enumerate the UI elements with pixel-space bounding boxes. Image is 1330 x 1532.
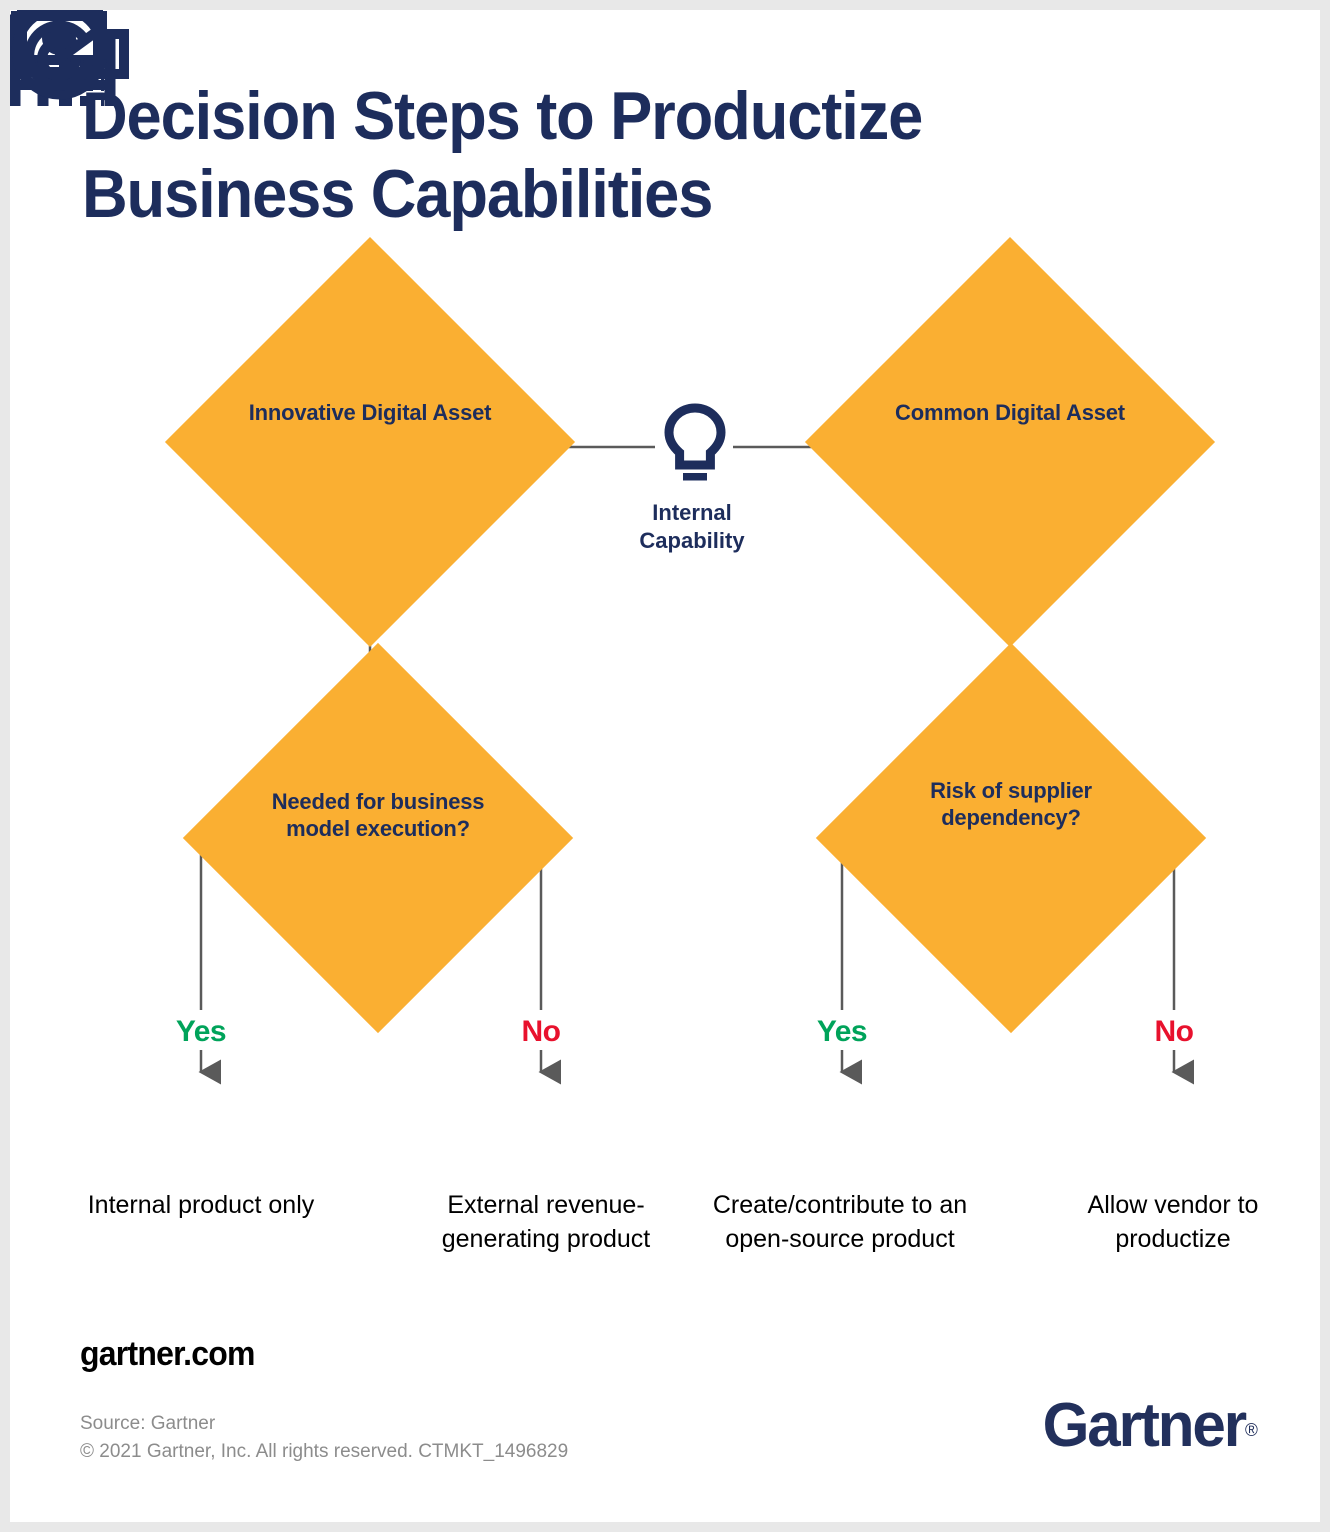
node-supplier-dependency-question-label: Risk of supplier dependency? [930,778,1092,830]
infographic-canvas: Decision Steps to Productize Business Ca… [10,10,1320,1522]
node-business-model-question-label: Needed for business model execution? [271,789,485,841]
internal-capability-line1: Internal [652,500,732,525]
node-common-digital-asset-label: Common Digital Asset [895,400,1125,425]
flowchart-diagram: Innovative Digital Asset Common Digital … [10,10,1320,1522]
lightbulb-icon [664,403,726,481]
source-attribution: Source: Gartner © 2021 Gartner, Inc. All… [80,1410,568,1466]
branch-label-yes-left: Yes [175,1015,227,1048]
source-line-2: © 2021 Gartner, Inc. All rights reserved… [80,1440,569,1462]
node-innovative-digital-asset-label: Innovative Digital Asset [248,400,492,425]
gartner-logo: Gartner® [1043,1390,1258,1461]
outcome-caption-open-source-product: Create/contribute to an open-source prod… [712,1191,968,1254]
internal-capability-label: Internal Capability [572,499,812,554]
branch-label-yes-right: Yes [816,1015,868,1048]
branch-label-no-right: No [1154,1015,1195,1048]
outcome-caption-vendor-productize: Allow vendor to productize [1087,1191,1259,1254]
laptop-upload-icon [10,10,110,90]
branch-label-no-left: No [521,1015,562,1048]
outcome-caption-external-revenue-product: External revenue-generating product [441,1191,651,1254]
registered-trademark-icon: ® [1245,1420,1258,1440]
source-line-1: Source: Gartner [80,1413,216,1434]
gartner-site-link[interactable]: gartner.com [80,1335,255,1373]
page-title: Decision Steps to Productize Business Ca… [82,78,923,232]
outcome-caption-internal-product: Internal product only [87,1191,315,1219]
gartner-logo-text: Gartner [1042,1391,1247,1460]
internal-capability-line2: Capability [639,527,745,553]
